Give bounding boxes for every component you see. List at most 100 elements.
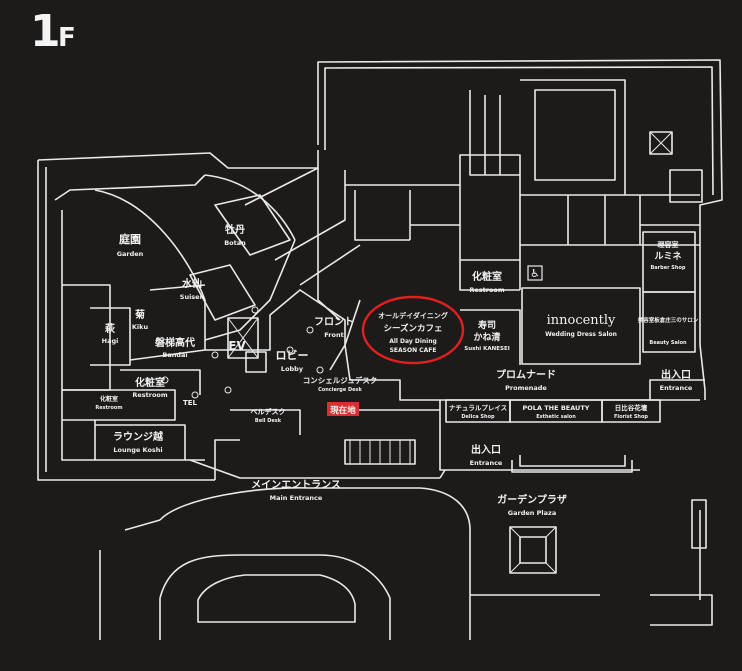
rooms-bandai-en: Bandai (162, 351, 187, 359)
label-natural-place: ナチュラルプレイス Delica Shop (449, 403, 507, 420)
rooms-natural_place-jp: ナチュラルプレイス (449, 403, 507, 412)
label-suisen: 水仙 Suisen (180, 277, 205, 301)
label-innocently: innocently Wedding Dress Salon (545, 313, 617, 338)
rooms-cafe-jp2: シーズンカフェ (383, 323, 442, 334)
rooms-hagi-jp: 萩 (104, 322, 115, 335)
rooms-pola-en: Esthetic salon (536, 414, 576, 420)
rooms-restroom_right-jp: 化粧室 (472, 270, 502, 283)
rooms-botan-en: Botan (224, 239, 246, 247)
rooms-restroom_small-en: Restroom (95, 405, 122, 411)
rooms-hagi-en: Hagi (102, 337, 119, 345)
label-entrance-right: 出入口 Entrance (660, 368, 693, 392)
rooms-front-en: Front (324, 331, 343, 339)
label-tel: TEL (183, 399, 198, 407)
rooms-florist-en: Florist Shop (614, 414, 648, 420)
label-beauty: 美容室板倉庄三のサロン Beauty Salon (638, 316, 699, 346)
rooms-cafe-en1: All Day Dining (389, 338, 437, 345)
rooms-sushi-jp1: 寿司 (478, 319, 496, 331)
rooms-suisen-jp: 水仙 (181, 277, 202, 290)
label-concierge: コンシェルジュデスク Concierge Desk (303, 375, 377, 393)
label-botan: 牡丹 Botan (224, 223, 246, 247)
label-bandai: 磐梯高代 Bandai (155, 336, 195, 359)
rooms-beauty-jp: 美容室板倉庄三のサロン (638, 316, 699, 324)
rooms-entrance_mid-jp: 出入口 (471, 443, 501, 456)
rooms-lounge-jp: ラウンジ越 (113, 430, 164, 443)
rooms-restroom_right-en: Restroom (469, 286, 505, 294)
rooms-front-jp: フロント (314, 316, 354, 328)
label-lounge: ラウンジ越 Lounge Koshi (113, 430, 164, 454)
label-main-entrance: メインエントランス Main Entrance (251, 479, 341, 502)
label-entrance-mid: 出入口 Entrance (470, 443, 503, 467)
rooms-garden-jp: 庭園 (119, 232, 141, 246)
label-sushi: 寿司 かね清 Sushi KANESEI (464, 319, 510, 352)
rooms-entrance_mid-en: Entrance (470, 459, 503, 467)
rooms-garden_plaza-en: Garden Plaza (508, 509, 556, 517)
rooms-main_entrance-en: Main Entrance (270, 494, 323, 502)
rooms-lobby-jp: ロビー (276, 348, 309, 362)
rooms-entrance_right-jp: 出入口 (661, 368, 691, 381)
rooms-sushi-jp2: かね清 (473, 331, 500, 343)
rooms-innocently-name: innocently (547, 313, 616, 328)
columns (161, 306, 324, 399)
label-front: フロント Front (314, 316, 354, 339)
label-garden: 庭園 Garden (117, 232, 144, 258)
rooms-bell_desk-jp: ベルデスク (251, 407, 286, 416)
label-pola: POLA THE BEAUTY Esthetic salon (523, 404, 590, 420)
rooms-kiku-jp: 菊 (135, 308, 145, 321)
rooms-garden_plaza-jp: ガーデンプラザ (497, 493, 567, 506)
rooms-botan-jp: 牡丹 (225, 223, 245, 236)
floor-suffix: F (58, 23, 76, 53)
you-are-here-marker: 現在地 (327, 402, 359, 416)
label-promenade: プロムナード Promenade (496, 368, 556, 392)
label-florist: 日比谷花壇 Florist Shop (614, 403, 648, 420)
floor-label: 1 F (30, 6, 76, 57)
rooms-promenade-jp: プロムナード (496, 368, 556, 381)
rooms-entrance_right-en: Entrance (660, 384, 693, 392)
rooms-promenade-en: Promenade (505, 384, 547, 392)
rooms-cafe-en2: SEASON CAFE (390, 347, 437, 354)
rooms-beauty-en: Beauty Salon (649, 340, 687, 346)
label-lobby: ロビー Lobby (276, 348, 309, 373)
rooms-cafe-jp1: オールデイダイニング (378, 311, 448, 320)
label-ev: EV (228, 339, 246, 353)
building-outline (37, 59, 723, 640)
rooms-tel-jp: TEL (183, 399, 198, 407)
rooms-concierge-en: Concierge Desk (318, 387, 362, 393)
rooms-kiku-en: Kiku (132, 323, 149, 331)
label-kiku: 菊 Kiku (132, 308, 149, 331)
rooms-you_are_here-jp: 現在地 (330, 405, 356, 416)
highlight-circle (361, 295, 465, 365)
label-cafe: オールデイダイニング シーズンカフェ All Day Dining SEASON… (378, 311, 448, 354)
rooms-pola-jp: POLA THE BEAUTY (523, 404, 590, 412)
wheelchair-glyph: ♿ (530, 267, 540, 280)
label-restroom-right: 化粧室 Restroom (469, 270, 505, 294)
rooms-bell_desk-en: Bell Desk (255, 418, 282, 424)
rooms-barber-jp2: ルミネ (654, 251, 681, 262)
rooms-florist-jp: 日比谷花壇 (615, 403, 648, 412)
label-restroom-small: 化粧室 Restroom (95, 395, 122, 411)
rooms-main_entrance-jp: メインエントランス (251, 479, 341, 491)
rooms-lounge-en: Lounge Koshi (113, 446, 162, 454)
label-bell-desk: ベルデスク Bell Desk (251, 407, 286, 424)
rooms-lobby-en: Lobby (281, 365, 304, 373)
rooms-barber-en: Barber Shop (650, 265, 685, 271)
rooms-suisen-en: Suisen (180, 293, 205, 301)
wheelchair-icon: ♿ (527, 265, 543, 281)
label-hagi: 萩 Hagi (102, 322, 119, 345)
rooms-concierge-jp: コンシェルジュデスク (303, 375, 377, 385)
label-restroom-left: 化粧室 Restroom (132, 376, 168, 399)
rooms-barber-jp1: 理容室 (658, 240, 679, 249)
rooms-ev-jp: EV (228, 339, 246, 353)
label-barber: 理容室 ルミネ Barber Shop (650, 240, 685, 271)
rooms-garden-en: Garden (117, 250, 144, 258)
label-garden-plaza: ガーデンプラザ Garden Plaza (497, 493, 567, 517)
rooms-restroom_left-jp: 化粧室 (135, 376, 165, 389)
rooms-bandai-jp: 磐梯高代 (155, 336, 195, 349)
floor-number: 1 (30, 6, 61, 57)
rooms-natural_place-en: Delica Shop (461, 414, 495, 420)
rooms-innocently-en: Wedding Dress Salon (545, 331, 617, 338)
rooms-sushi-en: Sushi KANESEI (464, 346, 510, 352)
rooms-restroom_small-jp: 化粧室 (100, 395, 118, 403)
rooms-restroom_left-en: Restroom (132, 391, 168, 399)
